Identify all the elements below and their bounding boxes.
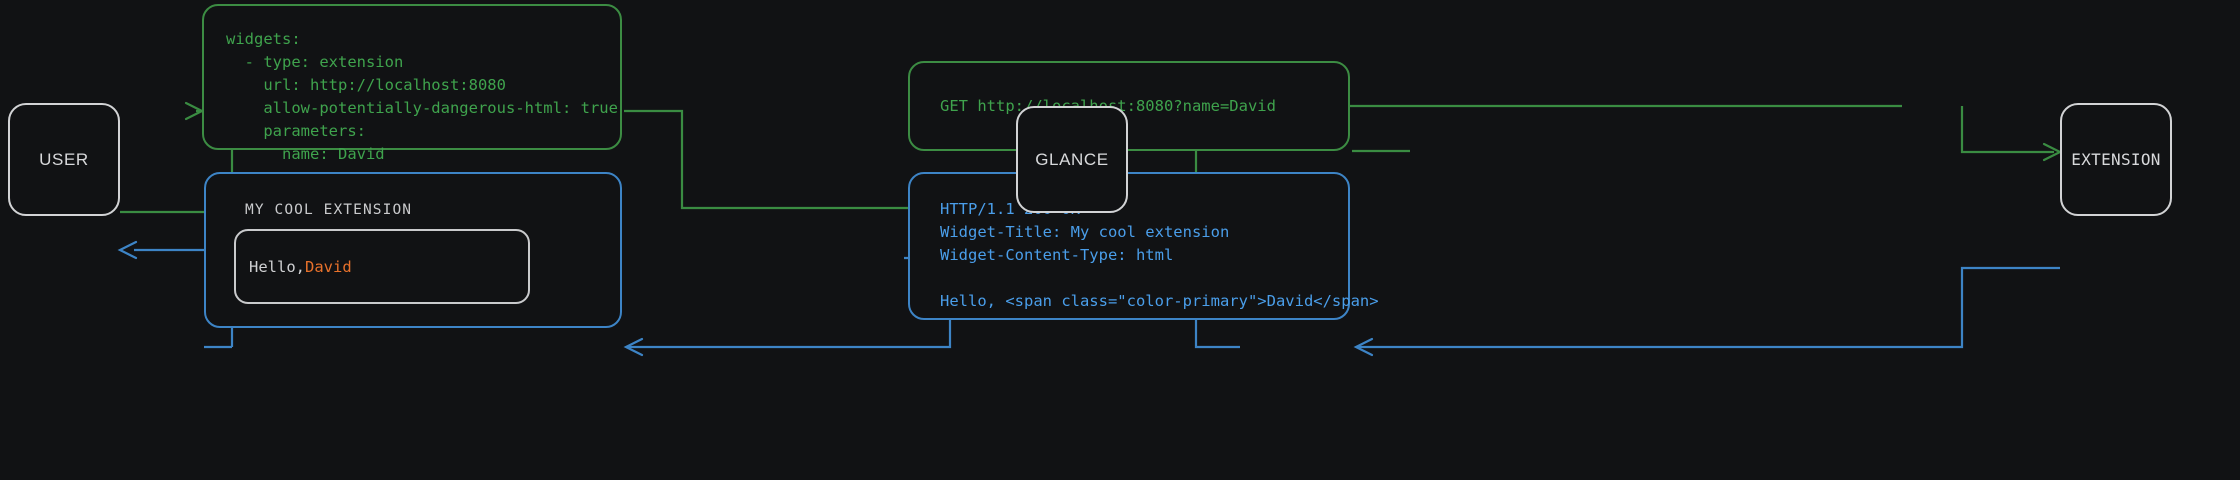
arrowhead-into-extension	[2042, 142, 2063, 162]
rendered-widget-panel: MY COOL EXTENSION Hello, David	[204, 172, 622, 328]
arrowhead-into-response	[1353, 337, 1374, 357]
widget-title: MY COOL EXTENSION	[245, 202, 413, 218]
yaml-config-text: widgets: - type: extension url: http://l…	[226, 30, 618, 163]
http-response-panel: HTTP/1.1 200 OK Widget-Title: My cool ex…	[908, 172, 1379, 320]
node-glance[interactable]: GLANCE	[1016, 106, 1128, 213]
widget-greeting-text: Hello,	[249, 257, 305, 276]
arrowhead-into-widget	[623, 337, 644, 357]
wire-glance-to-widget	[626, 256, 952, 349]
node-glance-label: GLANCE	[1035, 149, 1109, 169]
node-user[interactable]: USER	[8, 103, 120, 216]
http-request-panel: GET http://localhost:8080?name=David	[908, 61, 1350, 151]
node-user-label: USER	[39, 149, 89, 169]
wire-request-to-extension	[1960, 106, 2054, 154]
node-extension-label: EXTENSION	[2071, 150, 2161, 169]
widget-content-card: Hello, David	[234, 229, 530, 304]
arrowhead-into-user	[117, 240, 138, 260]
node-extension[interactable]: EXTENSION	[2060, 103, 2172, 216]
wire-extension-to-response	[1356, 266, 2060, 349]
widget-accent-name: David	[305, 257, 352, 276]
yaml-config-panel: widgets: - type: extension url: http://l…	[202, 4, 622, 163]
http-response-text: HTTP/1.1 200 OK Widget-Title: My cool ex…	[940, 200, 1379, 310]
arrowhead-into-yaml	[184, 101, 205, 121]
